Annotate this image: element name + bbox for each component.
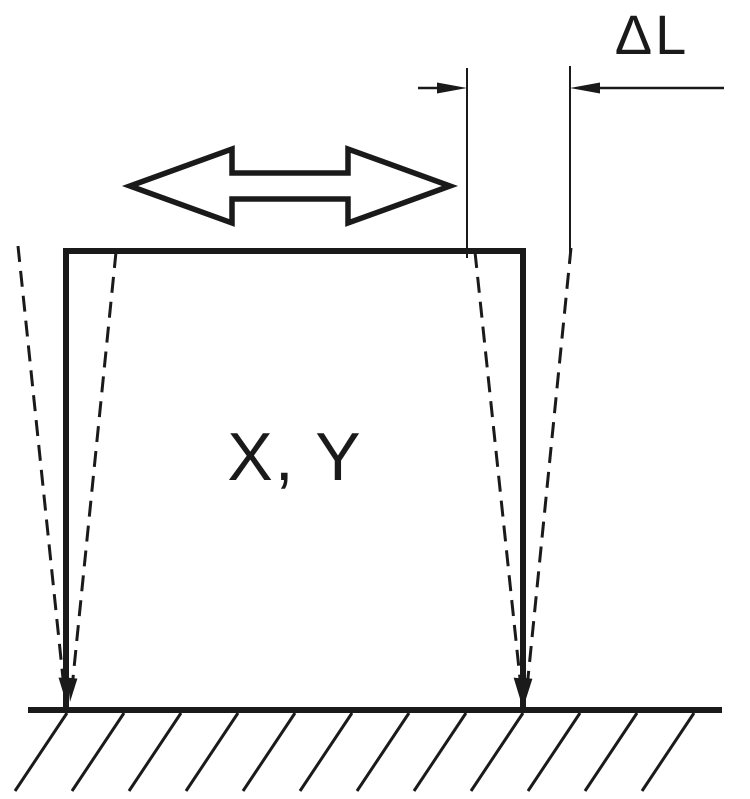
block-label: X, Y (227, 419, 362, 495)
sway-dashed-right-inner (473, 251, 523, 689)
sway-dashed-left-inner (70, 251, 118, 689)
arrowhead-left-inner-icon (67, 677, 78, 702)
arrowhead-right-outer-icon (522, 677, 533, 702)
dimension-arrow-left-icon (437, 82, 467, 94)
arrowhead-left-outer-icon (58, 677, 69, 702)
ground-hatching (13, 712, 696, 792)
sway-dashed-left-outer (16, 245, 66, 689)
arrowhead-right-inner-icon (513, 677, 524, 702)
dimension-arrow-right-icon (570, 82, 600, 94)
horizontal-double-arrow-icon (121, 145, 459, 227)
block-outline (63, 248, 526, 709)
sway-dashed-right-outer (525, 247, 573, 689)
dimension-label: ΔL (615, 3, 690, 66)
